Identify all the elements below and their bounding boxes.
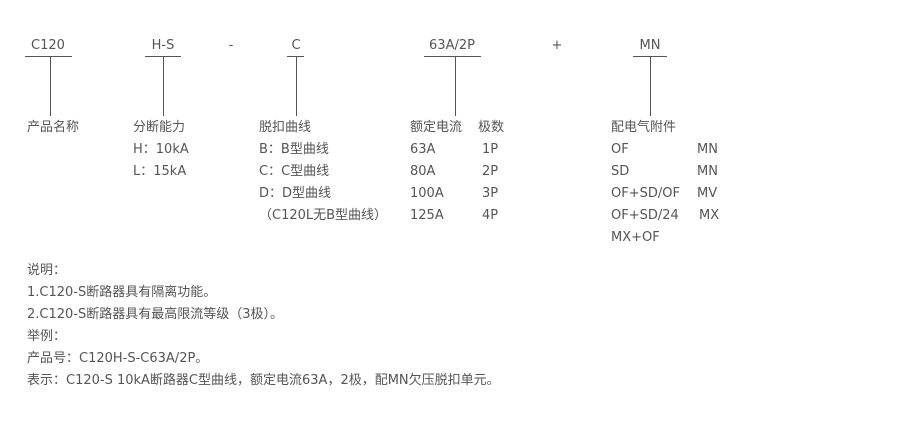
- breaking-item: H：10kA: [133, 142, 189, 157]
- accessory-item: OF: [611, 142, 629, 157]
- example-item: 表示：C120-S 10kA断路器C型曲线，额定电流63A，2极，配MN欠压脱扣…: [27, 373, 500, 388]
- note-item: 1.C120-S断路器具有隔离功能。: [27, 285, 217, 300]
- poles-item: 3P: [482, 186, 499, 201]
- poles-item: 2P: [482, 164, 499, 179]
- connector-line: [163, 56, 164, 116]
- accessory-item: SD: [611, 164, 630, 179]
- curve-item: D：D型曲线: [259, 186, 332, 201]
- code-curve: C: [291, 38, 301, 53]
- code-series: C120: [31, 38, 65, 53]
- breaking-title: 分断能力: [133, 120, 186, 135]
- underline: [287, 56, 304, 57]
- poles-item: 4P: [482, 208, 499, 223]
- code-separator: -: [228, 38, 234, 53]
- example-heading: 举例：: [27, 329, 67, 344]
- current-item: 63A: [410, 142, 436, 157]
- connector-line: [455, 56, 456, 116]
- poles-item: 1P: [482, 142, 499, 157]
- curve-item: C：C型曲线: [259, 164, 330, 179]
- accessory-item: OF+SD/OF: [611, 186, 680, 201]
- accessory-code: MV: [697, 186, 718, 201]
- accessory-item: OF+SD/24: [611, 208, 679, 223]
- code-plus: +: [551, 38, 563, 53]
- connector-line: [296, 56, 297, 116]
- connector-line: [650, 56, 651, 116]
- example-item: 产品号：C120H-S-C63A/2P。: [27, 351, 209, 366]
- code-rating: 63A/2P: [429, 38, 475, 53]
- accessory-code: MN: [697, 142, 718, 157]
- underline: [424, 56, 481, 57]
- breaking-item: L：15kA: [133, 164, 187, 179]
- current-item: 100A: [410, 186, 444, 201]
- note-item: 2.C120-S断路器具有最高限流等级（3极）。: [27, 307, 284, 322]
- underline: [25, 56, 72, 57]
- curve-item: （C120L无B型曲线）: [259, 208, 388, 223]
- current-title: 额定电流: [410, 120, 463, 135]
- accessory-title: 配电气附件: [611, 120, 677, 135]
- poles-title: 极数: [478, 120, 505, 135]
- name-title: 产品名称: [27, 120, 80, 135]
- code-breaking: H-S: [151, 38, 175, 53]
- accessory-code: MN: [697, 164, 718, 179]
- current-item: 125A: [410, 208, 444, 223]
- accessory-code: MX: [699, 208, 720, 223]
- connector-line: [50, 56, 51, 116]
- code-accessory: MN: [639, 38, 661, 53]
- curve-item: B：B型曲线: [259, 142, 329, 157]
- accessory-item: MX+OF: [611, 230, 660, 245]
- current-item: 80A: [410, 164, 436, 179]
- notes-heading: 说明：: [27, 263, 67, 278]
- curve-title: 脱扣曲线: [259, 120, 312, 135]
